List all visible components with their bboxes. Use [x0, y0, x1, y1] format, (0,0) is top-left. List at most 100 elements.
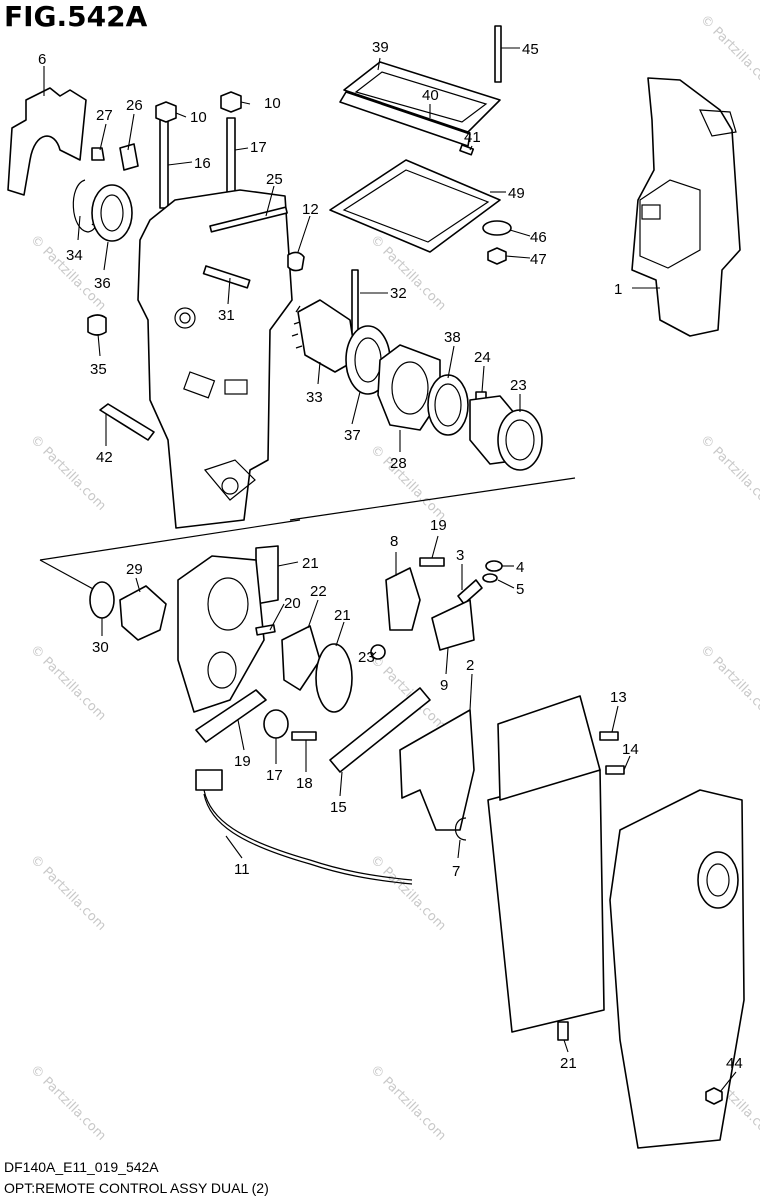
part-46-bolt	[99, 403, 155, 441]
callout-3: 3	[456, 547, 464, 564]
callout-2: 2	[466, 657, 474, 674]
callout-20: 19	[234, 753, 251, 770]
callout-12: 12	[302, 201, 319, 218]
callout-24: 22	[310, 583, 327, 600]
callout-42: 40	[422, 87, 439, 104]
callout-38: 35	[90, 361, 107, 378]
callout-6: 6	[38, 51, 46, 68]
part-38-cap	[87, 314, 107, 336]
part-23-disc	[315, 643, 353, 713]
callout-19: 18	[296, 775, 313, 792]
watermark: © Partzilla.com	[27, 432, 109, 514]
part-28-rod	[209, 206, 288, 233]
callout-15: 16	[194, 155, 211, 172]
part-14-screw	[605, 765, 625, 775]
callout-35: 32	[390, 285, 407, 302]
watermark: © Partzilla.com	[697, 432, 760, 514]
callout-48: 47	[530, 251, 547, 268]
callout-10: 10	[190, 109, 207, 126]
part-39-seal	[91, 184, 133, 242]
callout-45: 45	[522, 41, 539, 58]
callout-37: 34	[66, 247, 83, 264]
part-10-nut	[220, 91, 242, 113]
part-24-plate	[281, 625, 321, 691]
callout-44: 41	[464, 129, 481, 146]
part-18-washer	[263, 709, 289, 739]
part-42-frame	[339, 91, 471, 147]
callout-14: 14	[622, 741, 639, 758]
callout-10: 10	[264, 95, 281, 112]
leader-lines	[43, 47, 737, 1093]
part-8-bracket	[385, 567, 421, 631]
main-housing-left	[137, 189, 293, 529]
callout-28: 25	[266, 171, 283, 188]
callout-26: 23	[510, 377, 527, 394]
callout-32: 29	[126, 561, 143, 578]
part-45-screw	[494, 25, 502, 83]
part-47-washer	[482, 220, 512, 236]
callout-9: 9	[440, 677, 448, 694]
watermark: © Partzilla.com	[697, 12, 760, 94]
part-20-lever	[195, 689, 267, 743]
part-49-plate	[329, 159, 501, 253]
callout-33: 30	[92, 639, 109, 656]
callout-17: 15	[330, 799, 347, 816]
part-17-arm	[329, 687, 431, 773]
part-30-screw	[91, 147, 105, 161]
callout-18: 17	[266, 767, 283, 784]
part-21-screw	[255, 624, 276, 636]
part-1-remote-control	[631, 77, 741, 337]
part-19-bolt	[291, 731, 317, 741]
figure-description: OPT:REMOTE CONTROL ASSY DUAL (2)	[4, 1180, 269, 1196]
callout-8: 8	[390, 533, 398, 550]
part-13-screw	[599, 731, 619, 741]
callout-27: 24	[474, 349, 491, 366]
callout-29: 26	[126, 97, 143, 114]
part-5-clip	[482, 573, 498, 583]
watermark: © Partzilla.com	[697, 642, 760, 724]
part-2-lever	[399, 709, 475, 831]
part-15-stud	[159, 117, 169, 209]
part-7-clip	[454, 817, 467, 841]
part-21-screw	[557, 1021, 569, 1041]
callout-30: 27	[96, 107, 113, 124]
callout-21: 20	[284, 595, 301, 612]
callout-5: 5	[516, 581, 524, 598]
callout-11: 11	[234, 861, 250, 878]
callout-13: 13	[610, 689, 627, 706]
callout-19: 19	[430, 517, 447, 534]
section-divider	[39, 559, 96, 591]
figure-title: FIG.542A	[4, 0, 148, 33]
part-25-screw	[370, 644, 386, 660]
callout-31: 28	[390, 455, 407, 472]
part-32-cam	[119, 585, 167, 641]
callout-49: 49	[508, 185, 525, 202]
callout-46: 42	[96, 449, 113, 466]
watermark: © Partzilla.com	[27, 1062, 109, 1144]
callout-7: 7	[452, 863, 460, 880]
part-12-plug	[287, 251, 305, 272]
part-upper-bracket	[497, 695, 601, 801]
watermark: © Partzilla.com	[367, 442, 449, 524]
part-29-clip	[119, 143, 139, 171]
part-4-washer	[485, 560, 503, 572]
part-plate-right	[487, 769, 605, 1033]
part-9-lever	[431, 599, 475, 651]
callout-40: 37	[344, 427, 361, 444]
callout-1: 1	[614, 281, 622, 298]
callout-36: 33	[306, 389, 323, 406]
callout-21: 21	[560, 1055, 577, 1072]
part-48-nut	[487, 247, 507, 265]
section-divider	[39, 519, 301, 561]
part-16-stud	[226, 117, 236, 193]
part-41-ring	[427, 374, 469, 436]
part-44-screw	[459, 144, 475, 156]
callout-34: 31	[218, 307, 235, 324]
callout-25: 23	[358, 649, 375, 666]
watermark: © Partzilla.com	[27, 852, 109, 934]
inner-housing	[177, 555, 265, 713]
part-right-housing	[609, 789, 745, 1149]
part-33-ring	[89, 581, 115, 619]
callout-42: 39	[372, 39, 389, 56]
